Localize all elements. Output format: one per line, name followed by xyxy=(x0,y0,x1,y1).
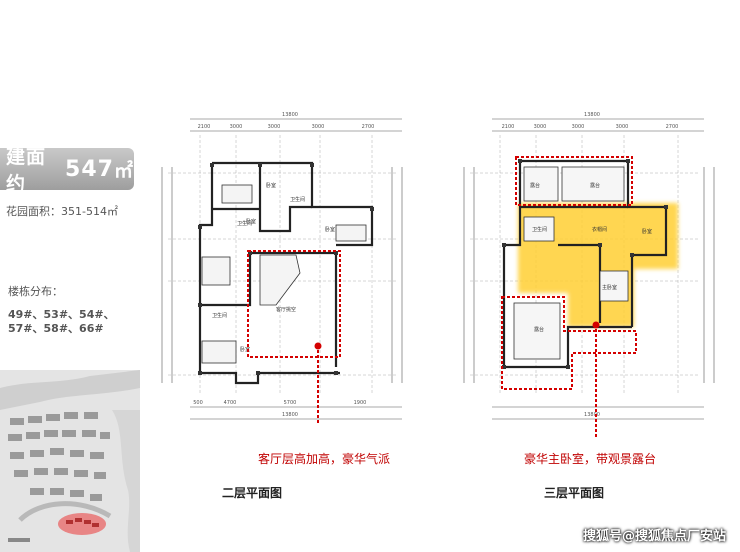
plan3-top-dim-4: 3000 xyxy=(616,124,629,130)
plan3-annotation: 豪华主卧室，带观景露台 xyxy=(524,452,657,466)
plan3-room-terrace-2: 露台 xyxy=(590,182,600,189)
watermark: 搜狐号@搜狐焦点厂安站 xyxy=(582,529,726,544)
plan2-top-dim-1: 2100 xyxy=(198,124,211,130)
buildings-list: 49#、53#、54#、 57#、58#、66# xyxy=(8,308,128,336)
plan2-annotation: 客厅层高加高，豪华气派 xyxy=(258,452,391,466)
plan3-top-dim-3: 3000 xyxy=(572,124,585,130)
third-floor-plan: 13800 2100 3000 3000 3000 2700 13800 露台 … xyxy=(463,112,715,439)
plan2-top-dim-5: 2700 xyxy=(362,124,375,130)
plan3-room-closet: 衣帽间 xyxy=(592,226,607,233)
buildings-title: 楼栋分布： xyxy=(8,285,63,298)
plan2-room-living-void: 客厅挑空 xyxy=(276,306,296,313)
plan2-bottom-dim-4: 1900 xyxy=(354,400,367,406)
plan2-room-bedroom-2: 卧室 xyxy=(325,226,335,233)
plan3-bottom-total: 13800 xyxy=(584,412,600,418)
buildings-line-2: 57#、58#、66# xyxy=(8,322,104,335)
plan3-top-total: 13800 xyxy=(584,112,600,118)
plan2-room-bedroom-3: 卧室 xyxy=(246,218,256,225)
site-map-image xyxy=(0,370,140,552)
plan2-bottom-dim-3: 5700 xyxy=(284,400,297,406)
plan2-room-bath-3: 卫生间 xyxy=(212,312,227,319)
plan2-top-dim-4: 3000 xyxy=(312,124,325,130)
plan3-title: 三层平面图 xyxy=(544,486,605,500)
plan2-room-bath-2: 卫生间 xyxy=(237,220,252,227)
second-floor-plan: 13800 2100 3000 3000 3000 2700 500 4700 … xyxy=(161,112,403,425)
area-value: 547 xyxy=(65,156,114,182)
plan3-room-bedroom: 卧室 xyxy=(642,228,652,235)
plan3-room-master: 主卧室 xyxy=(602,284,617,291)
plan2-room-bath-1: 卫生间 xyxy=(290,196,305,203)
garden-area: 花园面积：351-514㎡ xyxy=(6,205,118,218)
buildings-line-1: 49#、53#、54#、 xyxy=(8,308,115,321)
plan3-top-dim-2: 3000 xyxy=(534,124,547,130)
plan3-top-dim-5: 2700 xyxy=(666,124,679,130)
plan2-bottom-dim-1: 500 xyxy=(193,400,203,406)
area-label: 建面约 xyxy=(6,146,47,195)
plan2-room-bedroom-1: 卧室 xyxy=(266,182,276,189)
area-badge: 建面约 547 ㎡ xyxy=(0,146,134,195)
plan2-top-dim-3: 3000 xyxy=(268,124,281,130)
area-unit: ㎡ xyxy=(113,159,134,182)
plan2-top-total: 13800 xyxy=(282,112,298,118)
plan2-bottom-total: 13800 xyxy=(282,412,298,418)
plan3-room-bath: 卫生间 xyxy=(532,226,547,233)
plan3-room-terrace-1: 露台 xyxy=(530,182,540,189)
plan2-top-dim-2: 3000 xyxy=(230,124,243,130)
plan3-room-terrace-3: 露台 xyxy=(534,326,544,333)
plan2-title: 二层平面图 xyxy=(222,486,283,500)
plan3-top-dim-1: 2100 xyxy=(502,124,515,130)
plan2-room-bedroom-4: 卧室 xyxy=(240,346,250,353)
plan2-bottom-dim-2: 4700 xyxy=(224,400,237,406)
